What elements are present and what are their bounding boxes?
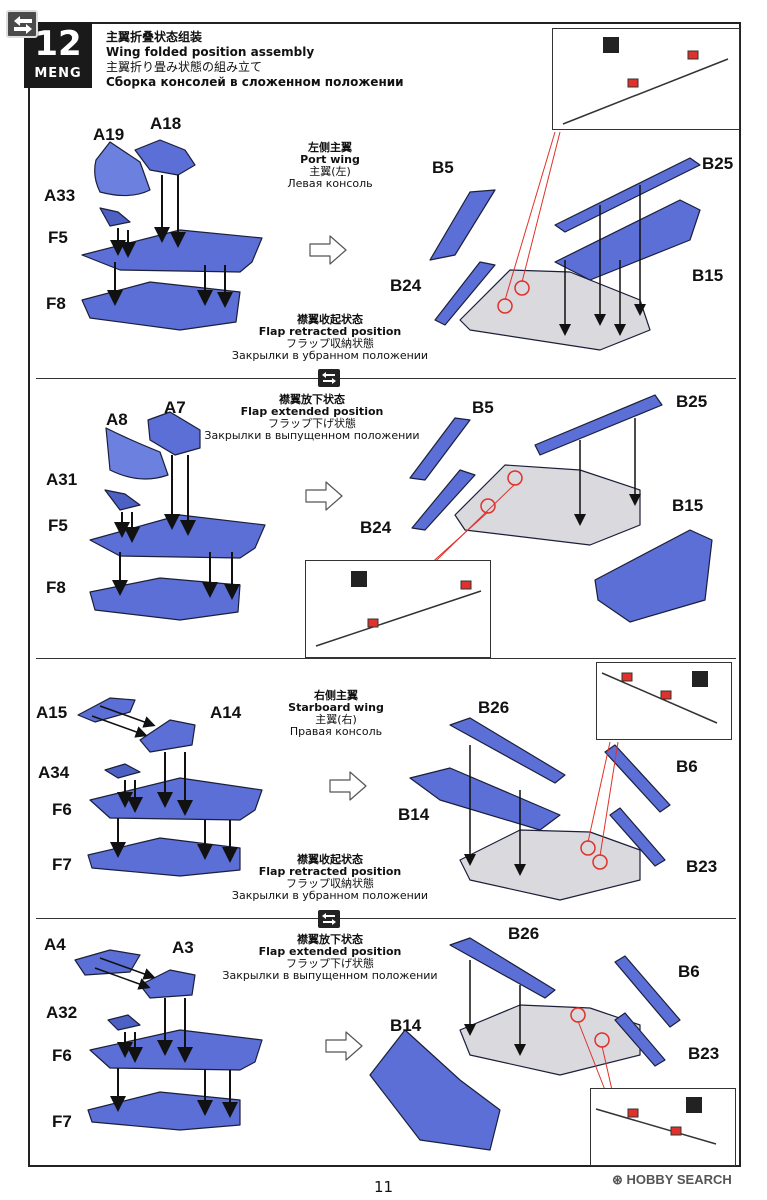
part-label: F5: [48, 228, 68, 247]
step-title: 主翼折叠状态组装 Wing folded position assembly 主…: [106, 30, 404, 90]
caption-jp: 主翼(左): [309, 165, 351, 178]
part-label: A34: [38, 763, 70, 782]
caption-ru: Закрылки в выпущенном положении: [222, 969, 438, 982]
part-label: B26: [508, 924, 540, 943]
state-caption: 襟翼放下状态 Flap extended position フラップ下げ状態 З…: [222, 934, 437, 982]
detail-inset: [590, 1088, 736, 1166]
part-label: B23: [688, 1044, 720, 1063]
side-caption: 左侧主翼 Port wing 主翼(左) Левая консоль: [287, 142, 372, 190]
part-label: A7: [164, 398, 186, 417]
part-label: B5: [432, 158, 454, 177]
title-en: Wing folded position assembly: [106, 45, 315, 59]
watermark-logo-icon: ⊛: [612, 1172, 623, 1187]
part-label: A3: [172, 938, 194, 957]
caption-en: Starboard wing: [288, 701, 384, 714]
part-label: B25: [676, 392, 708, 411]
step-badge: 12 MENG: [24, 22, 92, 88]
step-number: 12: [34, 24, 82, 64]
part-label: B14: [398, 805, 430, 824]
part-label: F6: [52, 1046, 72, 1065]
part-label: F6: [52, 800, 72, 819]
caption-ru: Закрылки в убранном положении: [231, 889, 429, 902]
caption-jp: フラップ下げ状態: [285, 957, 374, 970]
part-label: F8: [46, 294, 66, 313]
detail-inset: [596, 662, 732, 740]
state-caption: 襟翼收起状态 Flap retracted position フラップ収納状態 …: [232, 314, 428, 362]
caption-cn: 襟翼放下状态: [296, 933, 363, 946]
instruction-frame: [28, 22, 741, 1167]
part-label: B5: [472, 398, 494, 417]
caption-ru: Закрылки в выпущенном положении: [204, 429, 420, 442]
caption-ru: Закрылки в убранном положении: [231, 349, 429, 362]
caption-jp: フラップ収納状態: [286, 877, 374, 890]
nav-back-icon[interactable]: [6, 10, 38, 38]
part-label: B15: [672, 496, 704, 515]
swap-icon: [318, 910, 340, 928]
part-label: A19: [93, 125, 125, 144]
detail-inset: [305, 560, 491, 658]
caption-en: Flap retracted position: [258, 865, 402, 878]
part-label: B24: [390, 276, 422, 295]
caption-en: Flap extended position: [258, 945, 402, 958]
part-label: F7: [52, 855, 72, 874]
watermark: ⊛ HOBBY SEARCH: [612, 1172, 732, 1188]
glue-detail: [601, 671, 718, 724]
part-label: B25: [702, 154, 734, 173]
part-label: A31: [46, 470, 78, 489]
caption-cn: 左侧主翼: [307, 141, 352, 154]
brand-logo: MENG: [34, 66, 82, 81]
part-label: A33: [44, 186, 76, 205]
section-divider: [36, 378, 736, 379]
caption-en: Flap extended position: [240, 405, 384, 418]
part-label: A8: [106, 410, 128, 429]
part-label: A4: [44, 935, 66, 954]
detail-inset: [552, 28, 740, 130]
part-label: A14: [210, 703, 242, 722]
glue-detail: [595, 1097, 717, 1145]
part-label: A15: [36, 703, 68, 722]
caption-en: Port wing: [300, 153, 360, 166]
part-label: B26: [478, 698, 510, 717]
caption-cn: 襟翼收起状态: [297, 853, 363, 866]
section-divider: [36, 918, 736, 919]
caption-cn: 襟翼放下状态: [278, 393, 345, 406]
part-label: F5: [48, 516, 68, 535]
caption-cn: 襟翼收起状态: [297, 313, 363, 326]
part-label: A18: [150, 114, 182, 133]
part-label: F8: [46, 578, 66, 597]
caption-en: Flap retracted position: [258, 325, 402, 338]
title-ru: Сборка консолей в сложенном положении: [106, 75, 404, 89]
part-label: B24: [360, 518, 392, 537]
glue-detail: [315, 571, 482, 647]
part-label: A32: [46, 1003, 78, 1022]
caption-jp: フラップ下げ状態: [267, 417, 356, 430]
glue-detail: [562, 37, 729, 125]
section-divider: [36, 658, 736, 659]
part-label: B6: [676, 757, 698, 776]
caption-jp: 主翼(右): [315, 713, 357, 726]
title-cn: 主翼折叠状态组装: [106, 30, 203, 44]
state-caption: 襟翼收起状态 Flap retracted position フラップ収納状態 …: [232, 854, 428, 902]
title-jp: 主翼折り畳み状態の組み立て: [106, 60, 263, 74]
part-label: B23: [686, 857, 718, 876]
side-caption: 右侧主翼 Starboard wing 主翼(右) Правая консоль: [288, 690, 384, 738]
watermark-text: HOBBY SEARCH: [626, 1172, 732, 1187]
caption-cn: 右侧主翼: [314, 689, 358, 702]
part-label: F7: [52, 1112, 72, 1131]
caption-ru: Правая консоль: [289, 725, 383, 738]
state-caption: 襟翼放下状态 Flap extended position フラップ下げ状態 З…: [204, 394, 419, 442]
caption-jp: フラップ収納状態: [286, 337, 374, 350]
part-label: B15: [692, 266, 724, 285]
swap-icon: [318, 369, 340, 387]
page-number: 11: [373, 1178, 394, 1196]
part-label: B6: [678, 962, 700, 981]
part-label: B14: [390, 1016, 422, 1035]
caption-ru: Левая консоль: [287, 177, 373, 190]
